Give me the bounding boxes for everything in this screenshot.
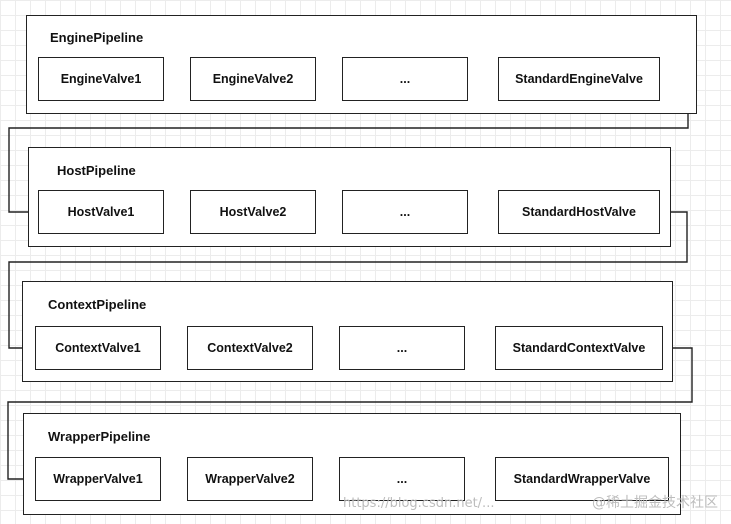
valve-host-ellipsis: ...	[342, 190, 468, 234]
valve-wrapper-ellipsis: ...	[339, 457, 465, 501]
valve-engine-2: EngineValve2	[190, 57, 316, 101]
valve-host-1: HostValve1	[38, 190, 164, 234]
link-host-to-context	[8, 211, 688, 353]
valve-standard-context: StandardContextValve	[495, 326, 663, 370]
valve-standard-wrapper: StandardWrapperValve	[495, 457, 669, 501]
valve-wrapper-2: WrapperValve2	[187, 457, 313, 501]
watermark-brand: @稀土掘金技术社区	[592, 495, 718, 511]
pipeline-title: WrapperPipeline	[48, 429, 151, 444]
link-context-to-wrapper	[7, 347, 693, 484]
watermark-url: https://blog.csdn.net/...	[343, 496, 495, 511]
valve-context-ellipsis: ...	[339, 326, 465, 370]
pipeline-title: HostPipeline	[57, 163, 136, 178]
pipeline-title: EnginePipeline	[50, 30, 144, 45]
valve-engine-1: EngineValve1	[38, 57, 164, 101]
valve-standard-host: StandardHostValve	[498, 190, 660, 234]
valve-standard-engine: StandardEngineValve	[498, 57, 660, 101]
pipeline-title: ContextPipeline	[48, 297, 147, 312]
valve-context-1: ContextValve1	[35, 326, 161, 370]
valve-wrapper-1: WrapperValve1	[35, 457, 161, 501]
valve-context-2: ContextValve2	[187, 326, 313, 370]
valve-engine-ellipsis: ...	[342, 57, 468, 101]
valve-host-2: HostValve2	[190, 190, 316, 234]
